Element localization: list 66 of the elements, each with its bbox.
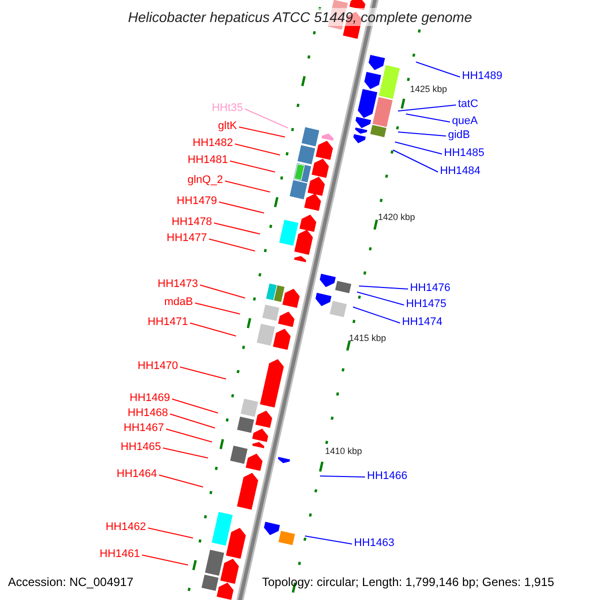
gene-label: HH1476 (410, 281, 450, 295)
scale-label: 1410 kbp (325, 445, 362, 457)
gene-label: HH1478 (172, 215, 212, 229)
leader-line (218, 202, 264, 214)
gene-label: HH1484 (440, 164, 480, 178)
leader-line (208, 238, 256, 252)
scale-label: 1415 kbp (349, 332, 386, 344)
leader-line (356, 292, 404, 306)
leader-line (200, 284, 246, 298)
footer-text: Topology: circular; Length: 1,799,146 bp; Genes: 1,915 (262, 574, 554, 590)
gene-label: HH1473 (158, 277, 198, 291)
gene-label: HH1467 (124, 421, 164, 435)
leader-line (358, 286, 408, 290)
gene-label: HH1465 (120, 440, 161, 454)
leader-line (158, 474, 204, 488)
leader-line (162, 448, 208, 458)
leader-line (194, 302, 240, 314)
gene-label: gidB (448, 128, 470, 142)
gene-label: HHt35 (212, 101, 243, 115)
leader-line (304, 536, 352, 544)
leader-line (170, 414, 216, 428)
gene-label: HH1471 (148, 315, 188, 329)
gene-label: HH1468 (128, 406, 168, 420)
leader-line (416, 62, 460, 78)
leader-line (142, 554, 188, 566)
leader-line (392, 150, 438, 172)
gene-label: mdaB (164, 295, 193, 309)
gene-label: HH1461 (100, 547, 140, 561)
gene-label: HH1466 (367, 469, 408, 483)
leader-line (352, 306, 400, 324)
gene-label: HH1485 (444, 146, 484, 160)
gene-label: HH1470 (138, 359, 178, 373)
gene-label: HH1482 (192, 136, 233, 150)
leader-line (172, 398, 218, 414)
gene-label: HH1462 (106, 520, 146, 534)
leader-line (190, 322, 236, 336)
gene-label: queA (452, 114, 478, 128)
leader-line (238, 126, 286, 138)
leader-line (224, 180, 270, 192)
leader-line (394, 142, 442, 154)
leader-line (398, 104, 456, 112)
leader-line (406, 114, 450, 122)
gene-label: HH1464 (116, 467, 157, 481)
leader-line (166, 428, 212, 442)
footer-text: Accession: NC_004917 (8, 574, 134, 590)
gene-label: HH1477 (166, 231, 207, 245)
gene-label: HH1474 (402, 315, 442, 329)
gene-label: HH1481 (188, 153, 228, 167)
leader-line (244, 108, 288, 128)
gene-label: HH1469 (130, 391, 170, 405)
scale-label: 1420 kbp (378, 211, 416, 223)
gene-label: HH1479 (176, 194, 217, 208)
leader-line (214, 222, 260, 234)
gene-label: glnQ_2 (188, 173, 223, 187)
gene-label: HH1475 (406, 297, 446, 311)
gene-label: gltK (218, 119, 237, 133)
gene-label: HH1489 (462, 69, 502, 83)
gene-label: tatC (458, 97, 478, 111)
leader-line (148, 528, 194, 538)
gene-label: HH1463 (354, 536, 394, 550)
leader-line (234, 144, 280, 156)
leader-line (398, 132, 446, 136)
scale-label: 1425 kbp (410, 83, 448, 95)
leader-line (180, 366, 226, 380)
leader-line (230, 160, 276, 172)
leader-line (320, 476, 366, 478)
